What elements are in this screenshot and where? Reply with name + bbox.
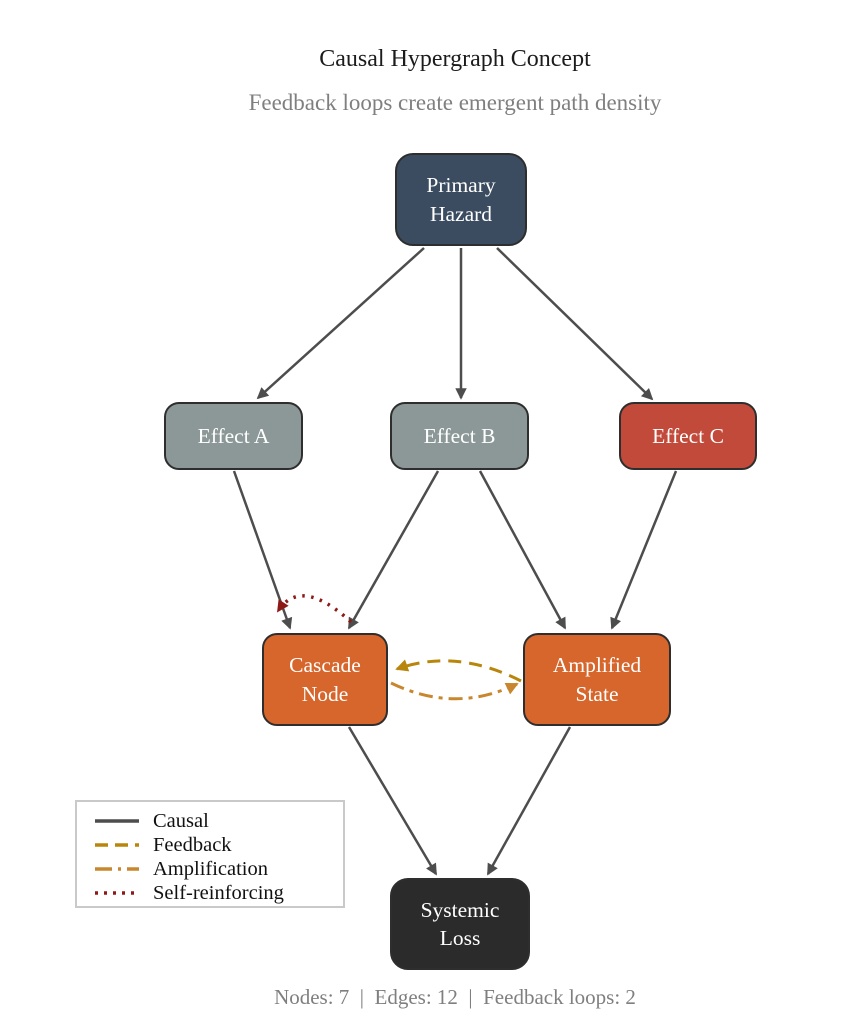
footer-stats: Nodes: 7 | Edges: 12 | Feedback loops: 2 bbox=[274, 985, 636, 1009]
edge-feedback-amplified-state-to-cascade-node bbox=[395, 659, 522, 683]
node-amplified-state: Amplified State bbox=[523, 633, 671, 726]
legend-label: Causal bbox=[153, 809, 209, 832]
feedback-line-icon bbox=[95, 843, 139, 847]
self-reinforcing-line-icon bbox=[95, 891, 139, 895]
edge-effect-a-to-cascade-node bbox=[232, 470, 293, 630]
legend-label: Feedback bbox=[153, 833, 232, 856]
edge-cascade-node-to-systemic-loss bbox=[347, 726, 438, 876]
edge-effect-c-to-amplified-state bbox=[610, 470, 678, 630]
edge-amplification-cascade-node-to-amplified-state bbox=[390, 681, 519, 701]
edge-effect-b-to-amplified-state bbox=[478, 470, 567, 630]
node-systemic-loss: Systemic Loss bbox=[390, 878, 530, 970]
edge-self-loop-cascade-node bbox=[276, 594, 353, 624]
causal-line-icon bbox=[95, 819, 139, 823]
amplification-line-icon bbox=[95, 867, 139, 871]
edge-primary-hazard-to-effect-c bbox=[496, 247, 654, 401]
edge-effect-b-to-cascade-node bbox=[347, 470, 440, 630]
legend: Causal Feedback Amplification Self-reinf… bbox=[75, 800, 345, 908]
legend-item-causal: Causal bbox=[94, 809, 343, 833]
page-title: Causal Hypergraph Concept bbox=[319, 46, 591, 72]
node-effect-c: Effect C bbox=[619, 402, 757, 470]
edge-amplified-state-to-systemic-loss bbox=[486, 726, 572, 876]
page-subtitle: Feedback loops create emergent path dens… bbox=[248, 90, 662, 115]
node-primary-hazard: Primary Hazard bbox=[395, 153, 527, 246]
legend-item-feedback: Feedback bbox=[94, 833, 343, 857]
legend-item-self-reinforcing: Self-reinforcing bbox=[94, 881, 343, 905]
node-cascade-node: Cascade Node bbox=[262, 633, 388, 726]
legend-item-amplification: Amplification bbox=[94, 857, 343, 881]
legend-label: Self-reinforcing bbox=[153, 881, 284, 904]
node-effect-a: Effect A bbox=[164, 402, 303, 470]
node-effect-b: Effect B bbox=[390, 402, 529, 470]
edge-primary-hazard-to-effect-a bbox=[256, 247, 425, 400]
legend-label: Amplification bbox=[153, 857, 269, 880]
